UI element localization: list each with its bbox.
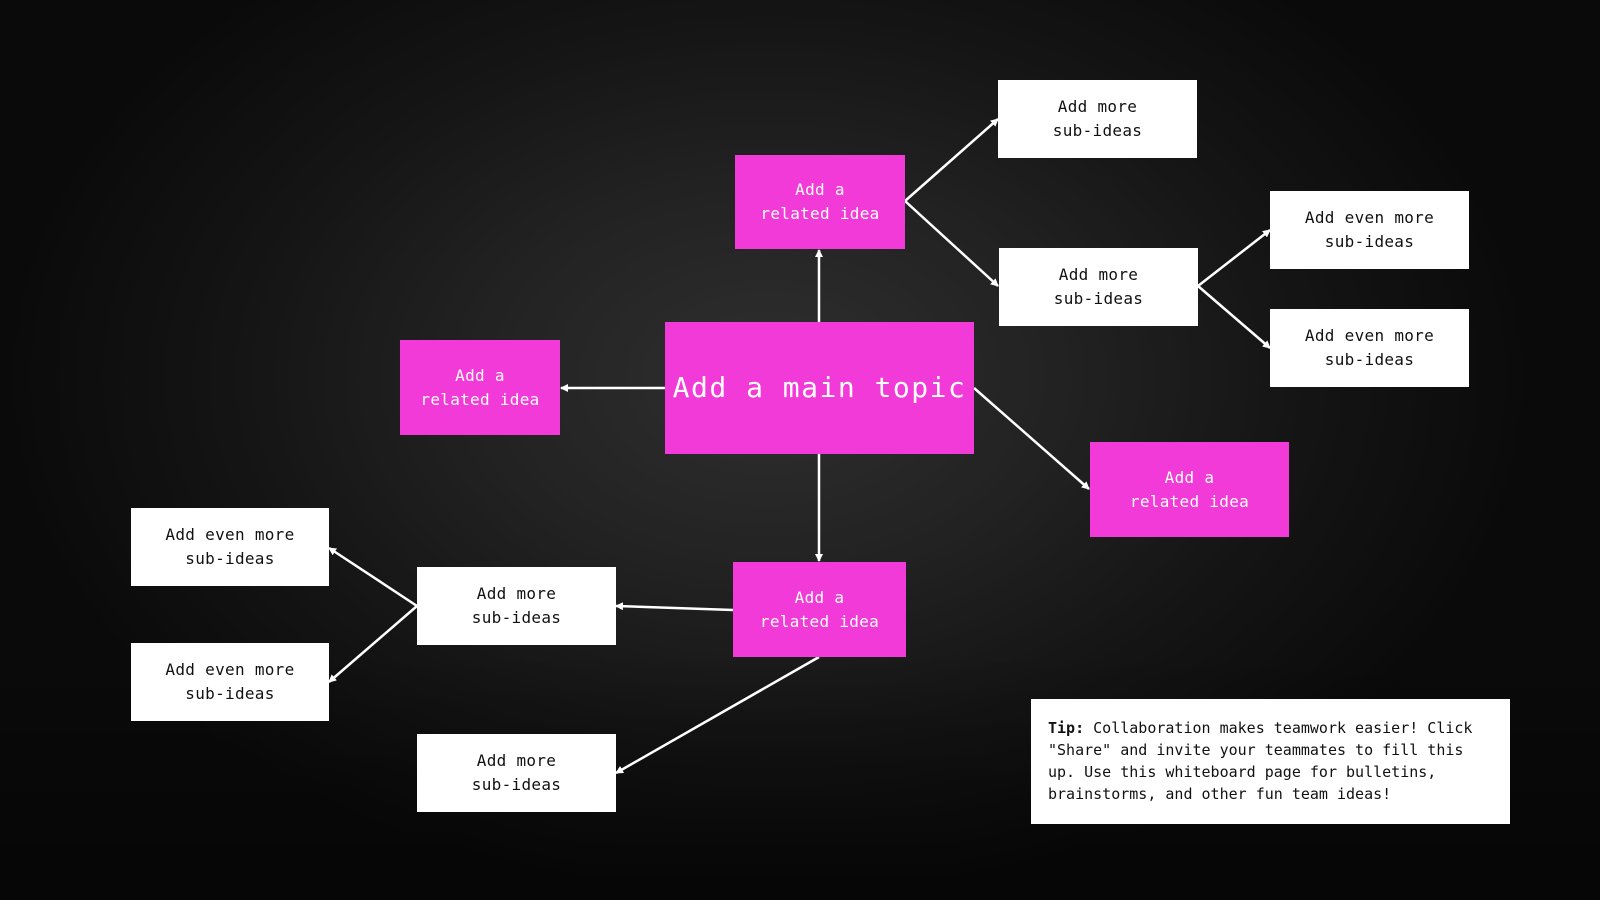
connector-sub-2-to-even-1: [1197, 229, 1271, 287]
tip-label: Tip:: [1048, 719, 1085, 737]
sub-idea-text: Add more sub-ideas: [1053, 265, 1144, 308]
sub-idea-text: Add more sub-ideas: [1052, 97, 1143, 140]
related-idea-text: Add a related idea: [760, 180, 880, 223]
connector-top-idea-to-sub-1: [904, 118, 999, 202]
related-idea-text: Add a related idea: [420, 365, 540, 409]
connector-sub-3-to-even-4: [328, 605, 418, 683]
connector-top-idea-to-sub-2: [904, 200, 999, 287]
sub-idea-bottom-left-1[interactable]: Add more sub-ideas: [417, 567, 616, 645]
main-topic-box[interactable]: Add a main topic: [665, 322, 974, 454]
tip-note[interactable]: Tip: Collaboration makes teamwork easier…: [1031, 699, 1510, 824]
related-idea-top[interactable]: Add a related idea: [735, 155, 905, 249]
related-idea-right[interactable]: Add a related idea: [1090, 442, 1289, 537]
tip-text: Collaboration makes teamwork easier! Cli…: [1048, 719, 1473, 803]
connector-bottom-idea-to-sub-3: [615, 602, 734, 612]
related-idea-bottom[interactable]: Add a related idea: [733, 562, 906, 657]
even-more-sub-idea-text: Add even more sub-ideas: [1304, 326, 1435, 369]
related-idea-left[interactable]: Add a related idea: [400, 340, 560, 435]
related-idea-text: Add a related idea: [1129, 467, 1250, 511]
even-more-sub-idea-text: Add even more sub-ideas: [165, 660, 295, 703]
connector-sub-3-to-even-3: [328, 546, 418, 608]
sub-idea-bottom-left-2[interactable]: Add more sub-ideas: [417, 734, 616, 812]
even-more-sub-idea-left-1[interactable]: Add even more sub-ideas: [131, 508, 329, 586]
sub-idea-top-right-2[interactable]: Add more sub-ideas: [999, 248, 1198, 326]
sub-idea-top-right-1[interactable]: Add more sub-ideas: [998, 80, 1197, 158]
even-more-sub-idea-right-2[interactable]: Add even more sub-ideas: [1270, 309, 1469, 387]
even-more-sub-idea-text: Add even more sub-ideas: [1304, 208, 1435, 251]
connector-main-to-right-idea: [973, 387, 1090, 490]
even-more-sub-idea-right-1[interactable]: Add even more sub-ideas: [1270, 191, 1469, 269]
main-topic-text: Add a main topic: [672, 371, 967, 404]
connector-bottom-idea-to-sub-4: [615, 655, 820, 775]
sub-idea-text: Add more sub-ideas: [471, 751, 562, 794]
sub-idea-text: Add more sub-ideas: [471, 584, 562, 627]
even-more-sub-idea-left-2[interactable]: Add even more sub-ideas: [131, 643, 329, 721]
even-more-sub-idea-text: Add even more sub-ideas: [165, 525, 295, 568]
related-idea-text: Add a related idea: [759, 587, 880, 631]
connector-sub-2-to-even-2: [1197, 285, 1271, 349]
